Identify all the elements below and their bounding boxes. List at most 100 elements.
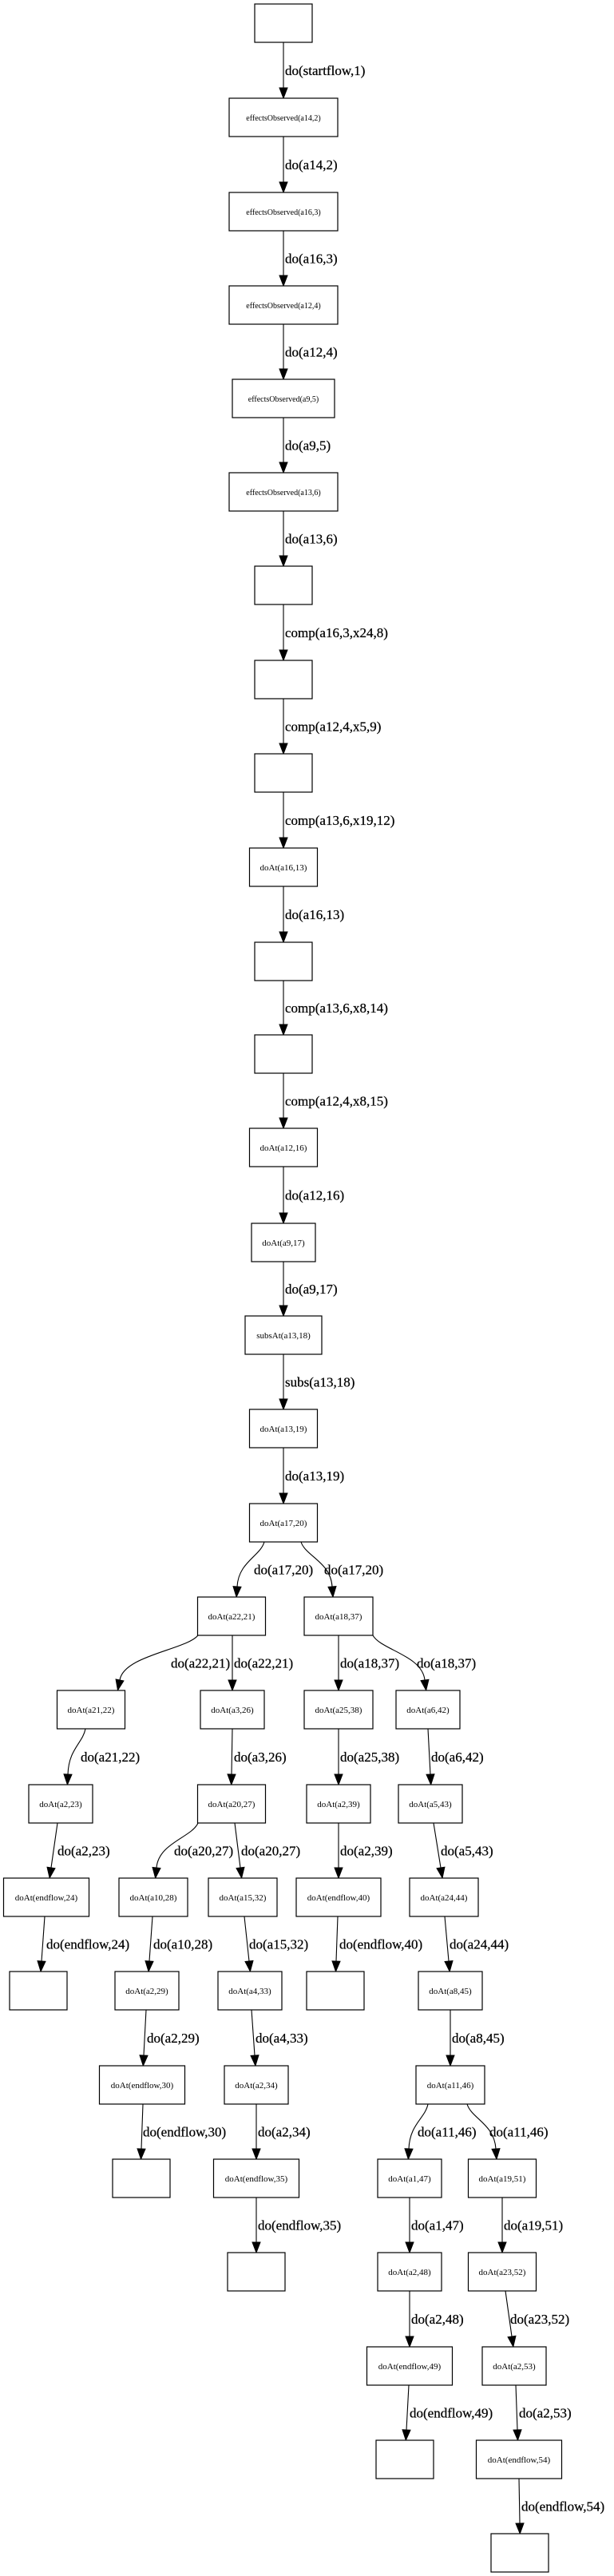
node-box [254, 660, 313, 699]
node-box [228, 97, 339, 137]
arrowhead-icon [279, 462, 288, 474]
graph-edge: do(endflow,40) [331, 1916, 422, 1973]
graph-node-empty [375, 2439, 434, 2479]
arrowhead-icon [491, 2148, 501, 2161]
node-box [481, 2346, 547, 2386]
arrowhead-icon [405, 2336, 414, 2348]
node-box [227, 2252, 286, 2292]
node-box [244, 1315, 323, 1355]
node-box [228, 285, 339, 325]
node-box [196, 1596, 267, 1636]
graph-node: doAt(a20,27) [196, 1784, 267, 1824]
graph-node: doAt(a2,48) [377, 2252, 442, 2292]
node-label: doAt(endflow,24) [15, 1893, 78, 1903]
arrowhead-icon [279, 1024, 288, 1036]
edge-line [50, 1822, 58, 1869]
edge-label: do(a21,22) [81, 1750, 140, 1765]
node-label: doAt(a2,34) [235, 2081, 278, 2091]
graph-node: doAt(a21,22) [56, 1690, 126, 1730]
graph-edge: do(a25,38) [334, 1729, 399, 1786]
graph-edge: do(a2,48) [405, 2291, 464, 2348]
node-label: doAt(a24,44) [421, 1893, 468, 1903]
graph-edge: comp(a12,4,x8,15) [279, 1073, 388, 1130]
edge-label: do(a17,20) [254, 1563, 313, 1578]
edge-label: do(endflow,49) [410, 2406, 493, 2421]
graph-node-empty [227, 2252, 286, 2292]
edge-label: do(a8,45) [452, 2031, 505, 2046]
graph-node: doAt(a15,32) [208, 1877, 278, 1917]
node-box [377, 2158, 442, 2198]
graph-edge: do(a23,52) [505, 2290, 569, 2348]
arrowhead-icon [152, 1866, 161, 1880]
edge-label: do(a18,37) [340, 1656, 399, 1671]
edge-label: do(a2,53) [519, 2406, 572, 2421]
edge-label: do(endflow,35) [258, 2218, 341, 2233]
arrowhead-icon [426, 1773, 435, 1786]
node-box [254, 1034, 313, 1074]
arrowhead-icon [145, 1960, 154, 1973]
node-box [114, 1971, 180, 2011]
graph-node: doAt(a13,19) [248, 1409, 319, 1449]
nodes-layer: effectsObserved(a14,2)effectsObserved(a1… [2, 3, 563, 2573]
edge-label: do(a25,38) [340, 1750, 399, 1765]
graph-edge: do(endflow,24) [37, 1916, 129, 1973]
graph-node: doAt(a6,42) [395, 1690, 461, 1730]
edge-label: do(a11,46) [418, 2125, 477, 2140]
graph-edge: do(a11,46) [404, 2103, 477, 2161]
arrowhead-icon [115, 1678, 125, 1692]
edge-line [427, 1728, 431, 1775]
graph-edge: do(a16,13) [279, 886, 344, 944]
node-box [295, 1877, 382, 1917]
graph-edge: do(startflow,1) [279, 42, 366, 100]
edge-label: do(a10,28) [153, 1937, 212, 1952]
graph-node: doAt(a18,37) [303, 1596, 374, 1636]
edge-label: comp(a12,4,x5,9) [285, 719, 381, 735]
node-box [398, 1784, 463, 1824]
node-box [212, 2158, 300, 2198]
graph-edge: do(a12,16) [279, 1167, 344, 1225]
graph-edge: do(a8,45) [446, 2010, 505, 2067]
graph-node: doAt(endflow,49) [366, 2346, 454, 2386]
node-label: doAt(a6,42) [406, 1706, 450, 1715]
edge-line [251, 2009, 256, 2056]
arrowhead-icon [513, 2429, 522, 2442]
graph-node-empty [254, 3, 313, 43]
arrowhead-icon [279, 555, 288, 568]
edge-label: do(a2,23) [57, 1844, 110, 1859]
graph-node-empty [254, 660, 313, 699]
edge-label: do(a6,42) [431, 1750, 484, 1765]
node-label: effectsObserved(a9,5) [248, 395, 319, 404]
graph-node-empty [254, 565, 313, 605]
node-label: doAt(a21,22) [68, 1706, 115, 1715]
edge-label: do(a2,34) [258, 2125, 311, 2140]
graph-edge: do(a2,39) [334, 1823, 393, 1880]
node-label: doAt(a25,38) [315, 1706, 362, 1715]
graph-edge: do(a16,3) [279, 231, 338, 287]
edge-label: do(a14,2) [285, 157, 338, 172]
node-label: doAt(a2,53) [493, 2362, 536, 2372]
edge-label: do(a20,27) [174, 1844, 233, 1859]
edge-label: do(a13,6) [285, 532, 338, 547]
node-box [224, 2065, 289, 2105]
node-label: doAt(endflow,30) [111, 2081, 174, 2091]
node-box [208, 1877, 278, 1917]
graph-node: effectsObserved(a12,4) [228, 285, 339, 325]
graph-edge: do(a2,23) [46, 1822, 110, 1880]
arrowhead-icon [420, 1678, 430, 1692]
arrowhead-icon [497, 2241, 507, 2254]
arrowhead-icon [252, 2148, 261, 2161]
edge-label: do(a18,37) [417, 1656, 476, 1671]
arrowhead-icon [444, 1960, 454, 1973]
edge-label: comp(a16,3,x24,8) [285, 625, 388, 640]
graph-edge: do(a14,2) [279, 137, 338, 194]
graph-node-empty [9, 1971, 68, 2011]
node-label: doAt(a3,26) [211, 1706, 254, 1715]
edge-label: do(a22,21) [171, 1656, 230, 1671]
arrowhead-icon [227, 1773, 236, 1786]
edge-label: do(a2,39) [340, 1844, 393, 1859]
edge-label: do(a12,4) [285, 345, 338, 360]
node-box [303, 1690, 374, 1730]
edge-line [406, 2384, 410, 2431]
graph-edge: comp(a13,6,x8,14) [279, 981, 388, 1036]
